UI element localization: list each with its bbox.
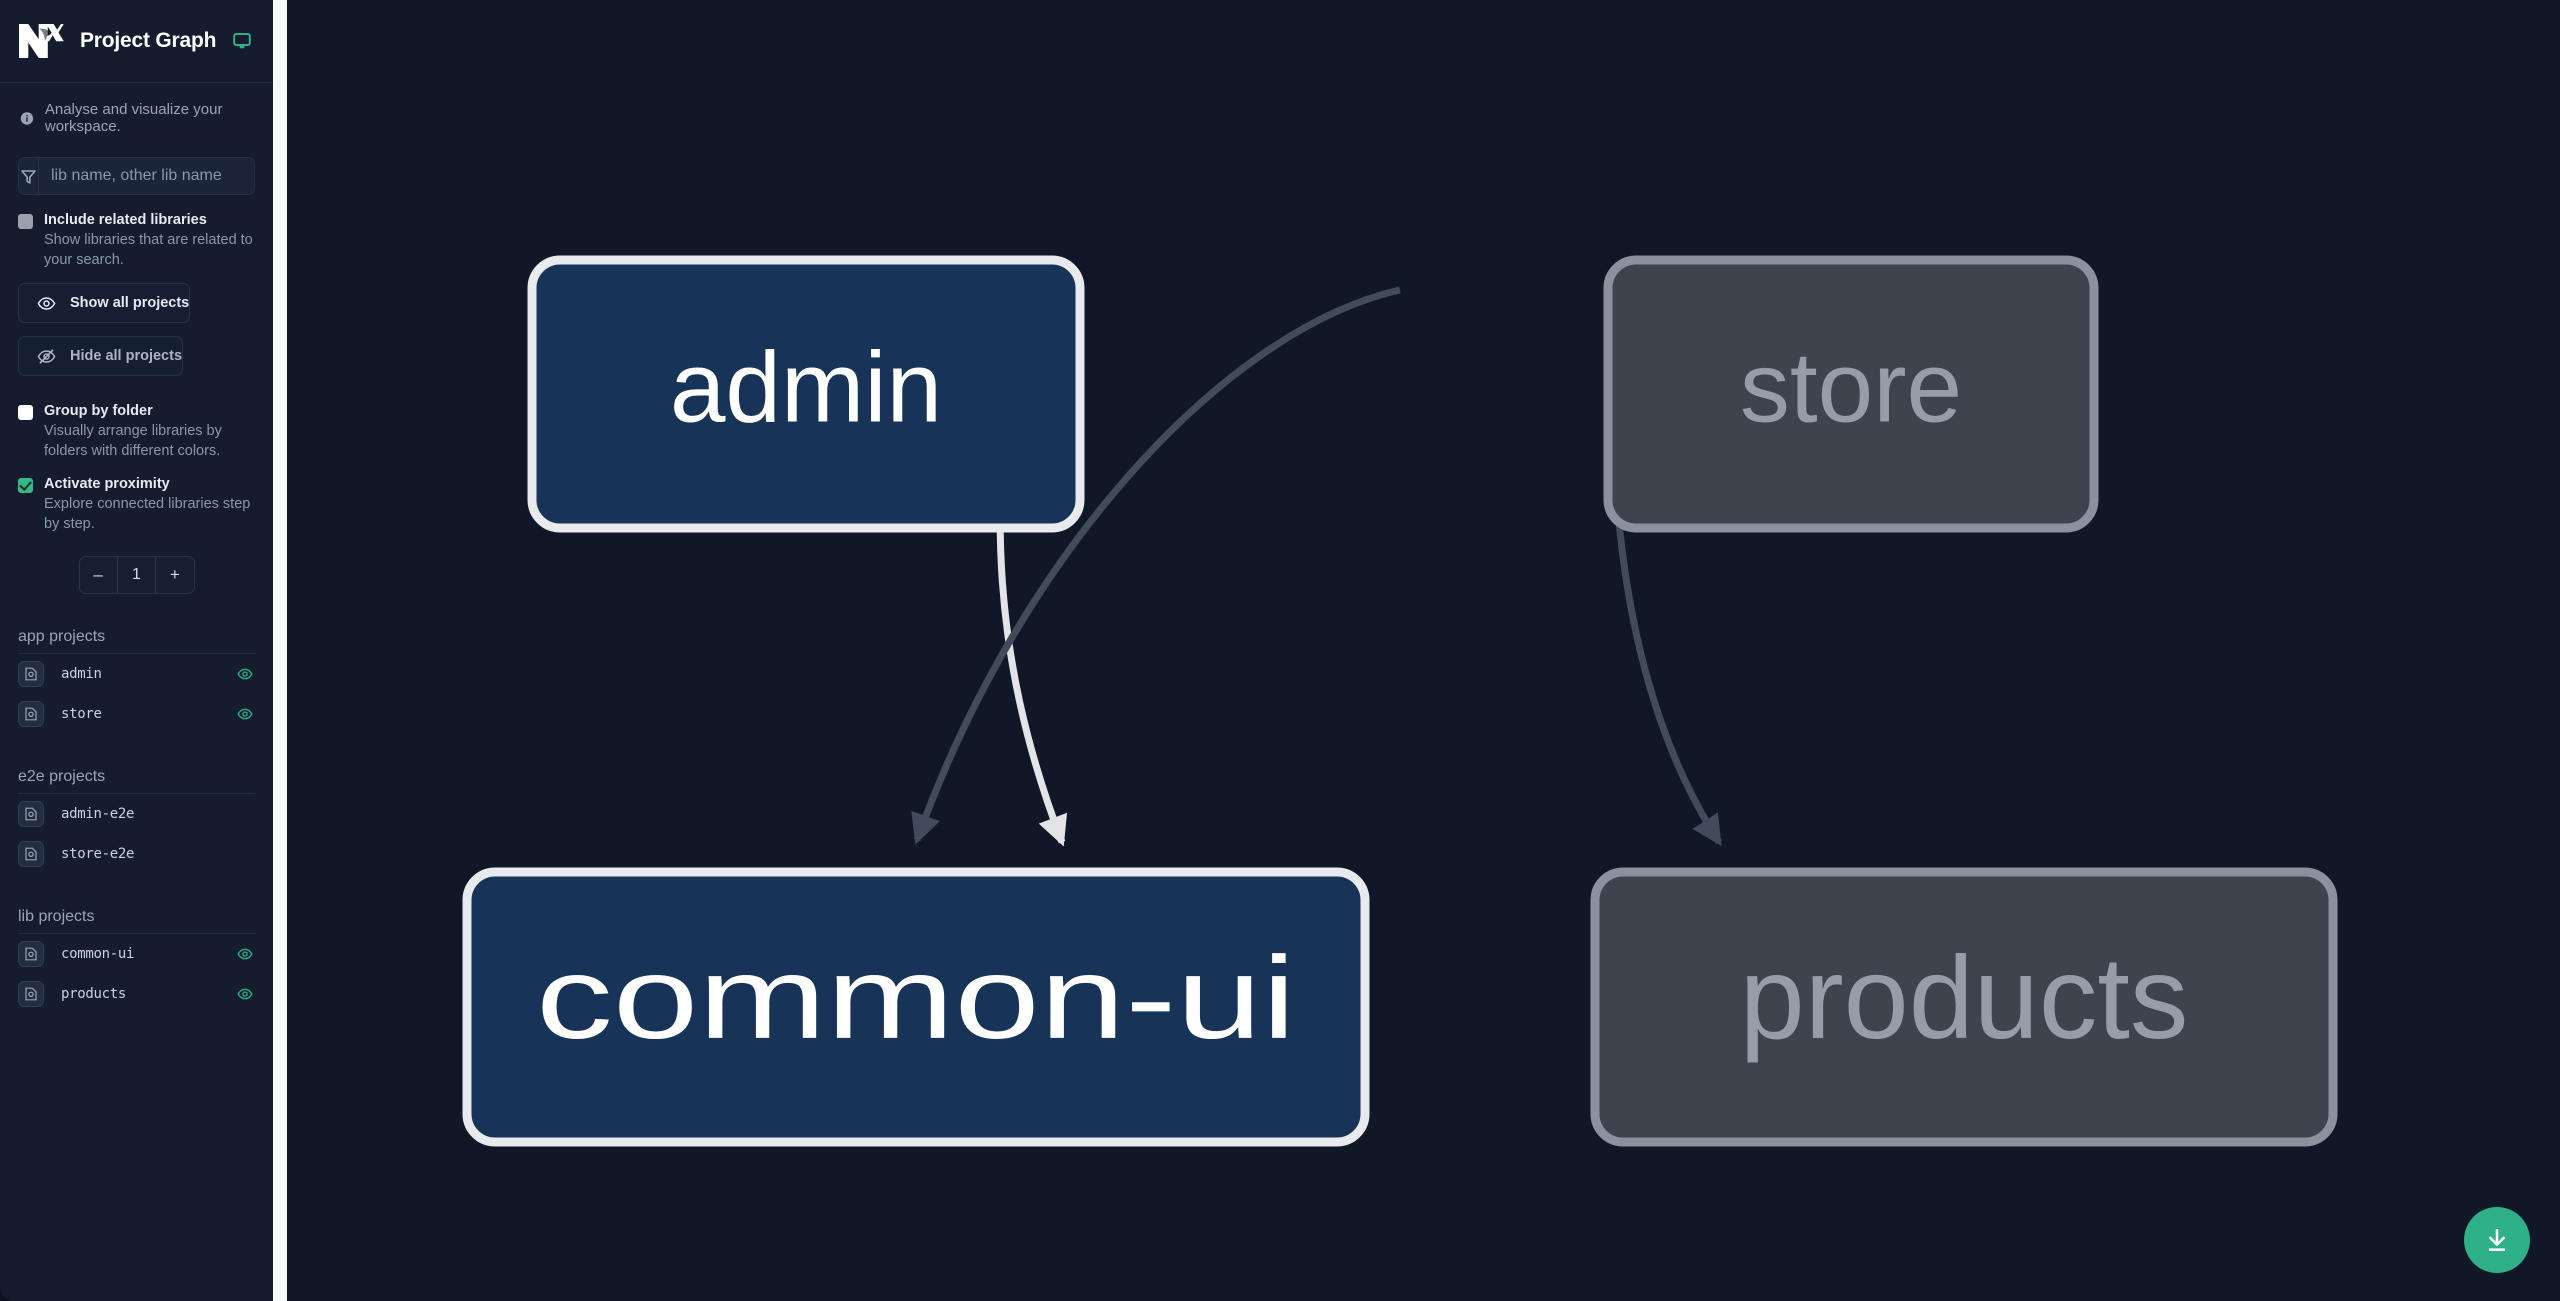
project-row-products[interactable]: products xyxy=(0,974,273,1014)
download-icon xyxy=(2488,1229,2506,1251)
project-row-common-ui[interactable]: common-ui xyxy=(0,934,273,974)
nx-logo xyxy=(19,24,64,58)
sidebar-header: Project Graph xyxy=(0,0,273,83)
eye-icon xyxy=(37,296,56,310)
eye-off-icon xyxy=(37,348,56,364)
project-group-lib: lib projects common-ui xyxy=(0,908,273,1014)
node-products-rect[interactable] xyxy=(1590,867,2338,1147)
eye-icon[interactable] xyxy=(235,666,255,682)
option-title: Activate proximity xyxy=(44,476,170,492)
group-title: lib projects xyxy=(18,908,95,925)
project-row-admin[interactable]: admin xyxy=(0,654,273,694)
option-description: Explore connected libraries step by step… xyxy=(44,496,251,532)
project-row-store-e2e[interactable]: store-e2e xyxy=(0,834,273,874)
project-icon xyxy=(18,981,44,1007)
sidebar-scroll-area[interactable]: Project Graph Analyse and visualize your… xyxy=(0,0,273,1301)
node-common-ui-rect[interactable] xyxy=(462,867,1370,1147)
project-icon xyxy=(18,841,44,867)
graph-node-products[interactable]: products xyxy=(1590,867,2338,1147)
sidebar-tagline: Analyse and visualize your workspace. xyxy=(0,83,273,135)
node-store-label: store xyxy=(1740,331,1962,443)
project-name: common-ui xyxy=(61,946,135,962)
divider xyxy=(18,653,255,654)
node-products-label: products xyxy=(1740,932,2189,1063)
node-admin-label: admin xyxy=(670,331,942,443)
info-icon xyxy=(20,111,34,125)
graph-node-common-ui[interactable]: common-ui xyxy=(462,867,1370,1147)
proximity-value: 1 xyxy=(116,557,155,593)
download-button[interactable] xyxy=(2464,1207,2530,1273)
show-all-projects-label: Show all projects xyxy=(70,295,190,311)
hide-all-projects-button[interactable]: Hide all projects xyxy=(18,336,184,376)
search-input[interactable] xyxy=(39,158,254,194)
project-name: admin-e2e xyxy=(61,806,135,822)
node-common-ui-label: common-ui xyxy=(536,932,1296,1063)
project-name: store-e2e xyxy=(61,846,135,862)
project-name: products xyxy=(61,986,127,1002)
project-name: store xyxy=(61,706,102,722)
project-row-admin-e2e[interactable]: admin-e2e xyxy=(0,794,273,834)
monitor-icon[interactable] xyxy=(232,31,252,51)
graph-node-store[interactable]: store xyxy=(1603,255,2099,533)
project-icon xyxy=(18,661,44,687)
option-description: Visually arrange libraries by folders wi… xyxy=(44,423,222,459)
proximity-stepper: – 1 + xyxy=(78,556,195,594)
search-field-wrapper xyxy=(18,157,255,195)
project-icon xyxy=(18,701,44,727)
app-title: Project Graph xyxy=(80,29,217,52)
divider xyxy=(18,793,255,794)
project-icon xyxy=(18,941,44,967)
group-by-folder-checkbox[interactable] xyxy=(18,405,33,420)
option-description: Show libraries that are related to your … xyxy=(44,232,253,268)
node-admin-rect[interactable] xyxy=(527,255,1085,533)
group-title: e2e projects xyxy=(18,768,106,785)
project-icon xyxy=(18,801,44,827)
activate-proximity-checkbox[interactable] xyxy=(18,478,33,493)
sidebar-scrollbar[interactable] xyxy=(273,0,287,1301)
eye-icon[interactable] xyxy=(235,986,255,1002)
eye-icon[interactable] xyxy=(235,946,255,962)
proximity-increment-button[interactable]: + xyxy=(155,557,193,593)
option-activate-proximity[interactable]: Activate proximity Explore connected lib… xyxy=(0,461,273,534)
tagline-text: Analyse and visualize your workspace. xyxy=(44,101,223,135)
option-include-related-libraries[interactable]: Include related libraries Show libraries… xyxy=(0,195,273,270)
group-title: app projects xyxy=(18,628,106,645)
hide-all-projects-label: Hide all projects xyxy=(70,348,183,364)
project-group-e2e: e2e projects admin-e2e xyxy=(0,768,273,874)
option-title: Include related libraries xyxy=(44,212,207,228)
graph-svg: admin store common-ui products xyxy=(462,255,2338,1147)
sidebar: Project Graph Analyse and visualize your… xyxy=(0,0,273,1301)
project-group-app: app projects admin xyxy=(0,628,273,734)
divider xyxy=(18,933,255,934)
option-title: Group by folder xyxy=(44,403,153,419)
edge-store-to-common-ui[interactable] xyxy=(911,286,1401,845)
proximity-decrement-button[interactable]: – xyxy=(93,565,103,584)
project-row-store[interactable]: store xyxy=(0,694,273,734)
node-store-rect[interactable] xyxy=(1603,255,2099,533)
eye-icon[interactable] xyxy=(235,706,255,722)
filter-funnel-icon xyxy=(19,158,39,194)
show-all-projects-button[interactable]: Show all projects xyxy=(18,283,191,323)
graph-node-admin[interactable]: admin xyxy=(527,255,1085,533)
include-related-libraries-checkbox[interactable] xyxy=(18,214,33,229)
project-name: admin xyxy=(61,666,102,682)
graph-canvas[interactable]: admin store common-ui products xyxy=(287,0,2560,1301)
option-group-by-folder[interactable]: Group by folder Visually arrange librari… xyxy=(0,376,273,461)
